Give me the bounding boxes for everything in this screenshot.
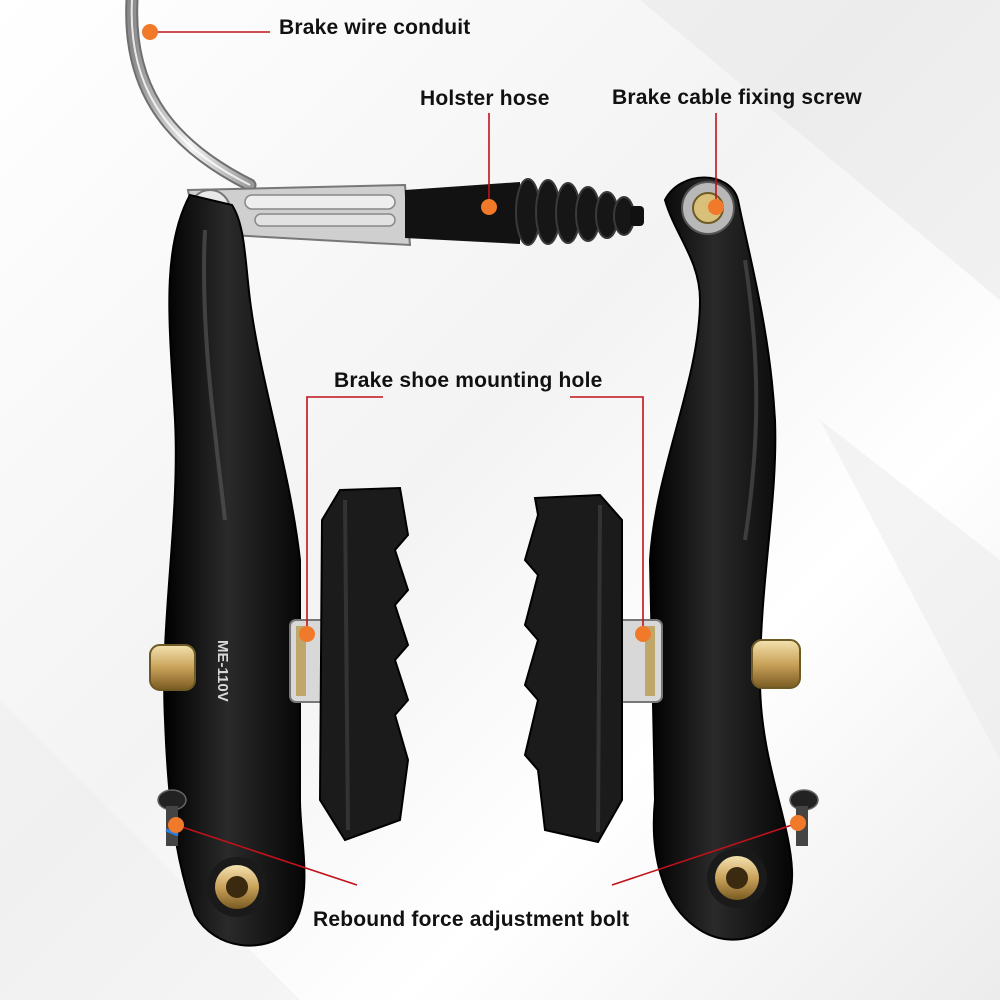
marker-shoe-hole-left bbox=[299, 626, 315, 642]
callout-markers bbox=[142, 24, 806, 833]
label-brake-cable-fixing-screw: Brake cable fixing screw bbox=[612, 86, 862, 109]
brake-pad-left bbox=[318, 486, 410, 842]
arm-model-text: ME-110V bbox=[214, 640, 231, 702]
marker-holster-hose bbox=[481, 199, 497, 215]
leader-lines bbox=[150, 31, 799, 886]
marker-fixing-screw bbox=[708, 199, 724, 215]
label-holster-hose: Holster hose bbox=[420, 87, 550, 110]
right-brake-arm bbox=[648, 176, 794, 941]
marker-shoe-hole-right bbox=[635, 626, 651, 642]
label-brake-shoe-mounting-hole: Brake shoe mounting hole bbox=[334, 369, 603, 392]
rebound-bolt-left bbox=[157, 789, 187, 846]
pivot-bushing-left bbox=[149, 644, 196, 691]
label-brake-wire-conduit: Brake wire conduit bbox=[279, 16, 471, 39]
left-brake-arm: ME-110V bbox=[163, 193, 306, 947]
marker-rebound-left bbox=[168, 817, 184, 833]
pivot-bushing-right bbox=[751, 639, 801, 689]
cable-fixing-screw bbox=[681, 181, 735, 235]
label-rebound-force-adjustment-bolt: Rebound force adjustment bolt bbox=[313, 908, 630, 931]
brake-pad-right bbox=[523, 493, 623, 844]
marker-rebound-right bbox=[790, 815, 806, 831]
holster-hose bbox=[405, 178, 644, 246]
marker-conduit bbox=[142, 24, 158, 40]
